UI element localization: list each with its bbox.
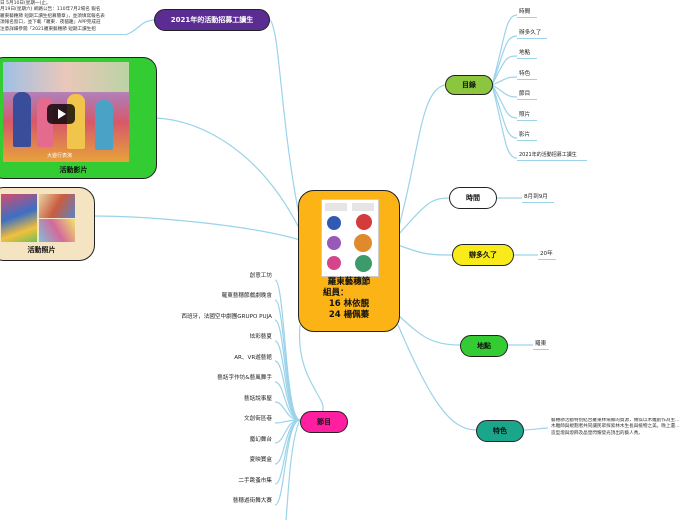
video-caption: 大遊行表演 — [47, 153, 73, 159]
leaf-underline — [538, 259, 556, 260]
mulu-item[interactable]: 時間 — [519, 9, 531, 15]
tese-description: 藝穗節活動特別結合羅東林場鄉的資源，類似以木雕創作為主… 木雕師與規劃者共同讓民… — [551, 418, 696, 437]
didian-node[interactable]: 地點 — [460, 335, 508, 357]
play-icon[interactable] — [47, 104, 75, 124]
mulu-item[interactable]: 影片 — [519, 132, 531, 138]
mulu-item[interactable]: 地點 — [519, 50, 531, 56]
recruit-line: 月19日(星期六) 網路公告：110年7月2場名 報名 — [0, 7, 101, 13]
tese-node[interactable]: 特色 — [476, 420, 524, 442]
recruit-node[interactable]: 2021年的活動招募工讀生 — [154, 9, 270, 31]
photos-label: 活動照片 — [27, 246, 56, 254]
jiemu-item[interactable]: 二手跳蚤市集 — [238, 478, 272, 484]
recruit-label: 2021年的活動招募工讀生 — [170, 16, 254, 24]
leaf-underline — [522, 202, 554, 203]
tese-line: 造型燈與燈飾及晶瑩閃耀發光頂出的藝人秀。 — [551, 430, 643, 436]
leaf-underline — [533, 349, 549, 350]
jiemu-item[interactable]: AR、VR遊藝館 — [234, 355, 272, 361]
photos-node[interactable]: 活動照片 — [0, 187, 95, 261]
jiemu-node[interactable]: 節目 — [300, 411, 348, 433]
jiemu-item[interactable]: 藝話說事屋 — [244, 396, 272, 402]
recruit-line: 須報名窗口，並下載「羅東．夜貓趣」APP完成註 — [0, 20, 101, 26]
leaf-underline — [517, 99, 537, 100]
recruit-underline — [0, 34, 125, 35]
center-title: 羅東藝穗節 組員： 16 林依靚 24 楊佩蓁 — [299, 277, 399, 321]
mulu-label: 目錄 — [462, 81, 476, 89]
mulu-item[interactable]: 節目 — [519, 91, 531, 97]
jiemu-item[interactable]: 炫彩藝夏 — [249, 334, 272, 340]
jiemu-item[interactable]: 西班牙，法國空中劇團GRUPO PUJA — [181, 314, 272, 320]
leaf-underline — [517, 58, 537, 59]
leaf-underline — [517, 38, 547, 39]
leaf-underline — [517, 140, 537, 141]
mulu-item[interactable]: 2021年的活動招募工讀生 — [519, 152, 577, 158]
mulu-node[interactable]: 目錄 — [445, 75, 493, 95]
mulu-item[interactable]: 照片 — [519, 112, 531, 118]
recruit-line: 日 5月10日(星期一)止。 — [0, 1, 51, 6]
recruit-line: 注意詳細參閱「2021羅東藝穗節 短期工讀生招 — [0, 26, 96, 32]
jiemu-label: 節目 — [317, 418, 331, 426]
jiemu-item[interactable]: 羅東藝穗節戲劇晚會 — [221, 293, 272, 299]
duojiu-label: 辦多久了 — [469, 251, 497, 259]
didian-label: 地點 — [477, 342, 491, 350]
center-line: 16 林依靚 — [328, 299, 370, 309]
photo-thumbnail[interactable] — [39, 194, 75, 218]
video-label: 活動影片 — [59, 166, 88, 174]
jiemu-item[interactable]: 魔幻舞台 — [249, 437, 272, 443]
shijian-label: 時間 — [466, 194, 480, 202]
central-topic[interactable]: 羅東藝穗節 組員： 16 林依靚 24 楊佩蓁 — [298, 190, 400, 332]
leaf-underline — [517, 79, 537, 80]
tese-line: 藝穗節活動特別結合羅東林場鄉的資源，類似以木雕創作為主… — [551, 418, 680, 423]
jiemu-item[interactable]: 文創街區巷 — [244, 416, 272, 422]
jiemu-item[interactable]: 藝話字作坊&藝風舞手 — [217, 375, 272, 381]
center-line: 羅東藝穗節 — [327, 277, 371, 287]
shijian-node[interactable]: 時間 — [449, 187, 497, 209]
mulu-item[interactable]: 辦多久了 — [519, 30, 542, 36]
leaf-underline — [517, 120, 537, 121]
leaf-underline — [517, 160, 587, 161]
mulu-item[interactable]: 特色 — [519, 71, 531, 77]
tese-label: 特色 — [493, 427, 507, 435]
duojiu-node[interactable]: 辦多久了 — [452, 244, 514, 266]
duojiu-value[interactable]: 20年 — [540, 251, 553, 257]
tese-line: 木雕師與規劃者共同讓民眾探索林木生長與植物之美。晚上還… — [551, 424, 680, 430]
recruit-details: 日 5月10日(星期一)止。 月19日(星期六) 網路公告：110年7月2場名 … — [0, 1, 105, 33]
shijian-value[interactable]: 8月到9月 — [524, 194, 548, 200]
video-node[interactable]: 大遊行表演 活動影片 — [0, 57, 157, 179]
photo-thumbnail[interactable] — [39, 219, 75, 242]
recruit-line: 羅東藝穗節 短期工讀生招募簡章」，並須填寫報名表 — [0, 13, 105, 19]
photo-thumbnail[interactable] — [1, 194, 37, 242]
didian-value[interactable]: 羅東 — [535, 341, 547, 347]
leaf-underline — [517, 17, 537, 18]
center-line: 24 楊佩蓁 — [328, 310, 370, 320]
video-thumbnail[interactable]: 大遊行表演 — [3, 62, 129, 162]
center-poster — [321, 199, 379, 277]
jiemu-item[interactable]: 創意工坊 — [249, 273, 272, 279]
jiemu-item[interactable]: 藝穗遊街舞大賽 — [232, 498, 272, 504]
center-line: 組員： — [323, 288, 349, 298]
jiemu-item[interactable]: 夏映寶盒 — [249, 457, 272, 463]
